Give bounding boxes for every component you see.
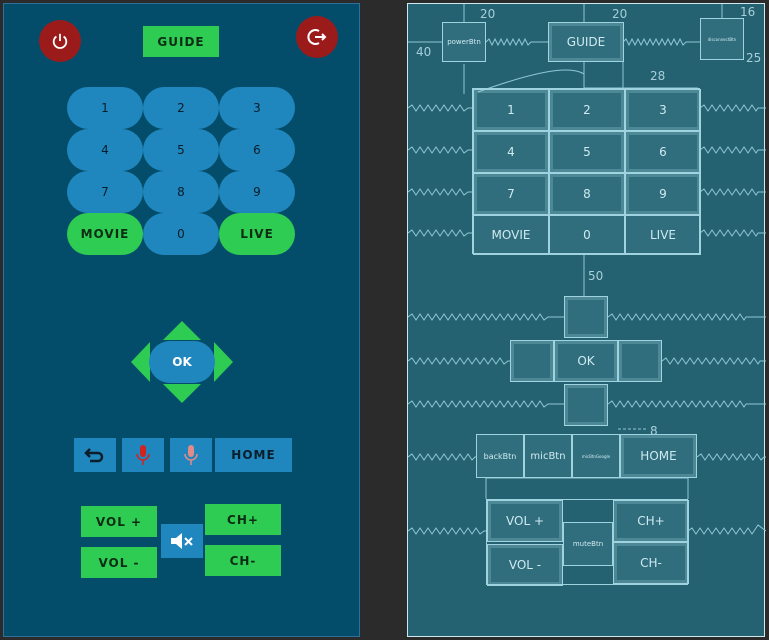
mic-icon	[136, 445, 150, 465]
bp-power-button[interactable]: powerBtn	[442, 22, 486, 62]
home-button[interactable]: HOME	[215, 438, 292, 472]
key-3[interactable]: 3	[219, 87, 295, 129]
key-5[interactable]: 5	[143, 129, 219, 171]
live-button[interactable]: LIVE	[219, 213, 295, 255]
mic-google-button[interactable]	[170, 438, 212, 472]
bp-mic-google-button[interactable]: micBtnGoogle	[572, 434, 620, 478]
key-4[interactable]: 4	[67, 129, 143, 171]
guide-button[interactable]: GUIDE	[143, 26, 219, 57]
exit-icon	[307, 29, 327, 45]
bp-guide-button[interactable]: GUIDE	[548, 22, 624, 62]
power-icon	[52, 33, 68, 49]
blueprint-panel: 20 20 16 40 25 28 50 8 powerBtn GUIDE di…	[407, 3, 766, 637]
bp-dpad-left[interactable]	[510, 340, 554, 382]
bp-key-5[interactable]: 5	[549, 131, 625, 173]
bp-key-3[interactable]: 3	[625, 89, 701, 131]
constraint-lines	[408, 4, 766, 535]
vol-up-button[interactable]: VOL +	[81, 506, 157, 537]
bp-key-9[interactable]: 9	[625, 173, 701, 215]
key-8[interactable]: 8	[143, 171, 219, 213]
bp-key-2[interactable]: 2	[549, 89, 625, 131]
bp-movie-button[interactable]: MOVIE	[473, 215, 549, 255]
bp-ch-down-button[interactable]: CH-	[613, 542, 689, 584]
bp-back-button[interactable]: backBtn	[476, 434, 524, 478]
dim-label: 25	[746, 51, 762, 65]
ch-up-button[interactable]: CH+	[205, 504, 281, 535]
bp-dpad-right[interactable]	[618, 340, 662, 382]
dim-label: 28	[650, 69, 666, 83]
back-button[interactable]	[74, 438, 116, 472]
key-6[interactable]: 6	[219, 129, 295, 171]
key-1[interactable]: 1	[67, 87, 143, 129]
bp-vol-up-button[interactable]: VOL +	[487, 500, 563, 542]
bp-volume-channel-group: VOL + VOL - muteBtn CH+ CH-	[486, 499, 689, 586]
dim-label: 8	[650, 424, 658, 438]
bp-dpad-down[interactable]	[564, 384, 608, 426]
bp-live-button[interactable]: LIVE	[625, 215, 701, 255]
key-7[interactable]: 7	[67, 171, 143, 213]
bp-ok-button[interactable]: OK	[554, 340, 618, 382]
dpad-left-arrow	[131, 342, 150, 382]
bp-key-4[interactable]: 4	[473, 131, 549, 173]
dpad: OK	[129, 319, 235, 405]
dim-label: 50	[588, 269, 604, 283]
bp-ch-up-button[interactable]: CH+	[613, 500, 689, 542]
bp-key-1[interactable]: 1	[473, 89, 549, 131]
back-arrow-icon	[84, 448, 104, 463]
bp-mic-button[interactable]: micBtn	[524, 434, 572, 478]
dpad-down-arrow	[163, 384, 201, 403]
keypad: 1 2 3 4 5 6 7 8 9 MOVIE 0 LIVE	[67, 87, 297, 255]
bp-key-7[interactable]: 7	[473, 173, 549, 215]
exit-button[interactable]	[296, 16, 338, 58]
bp-keypad: 1 2 3 4 5 6 7 8 9 MOVIE 0 LIVE	[472, 88, 701, 255]
ch-down-button[interactable]: CH-	[205, 545, 281, 576]
bp-home-button[interactable]: HOME	[620, 434, 697, 478]
dpad-up-arrow	[163, 321, 201, 340]
movie-button[interactable]: MOVIE	[67, 213, 143, 255]
bp-dpad-up[interactable]	[564, 296, 608, 338]
mute-icon	[171, 533, 193, 549]
bp-key-6[interactable]: 6	[625, 131, 701, 173]
design-preview-panel: GUIDE 1 2 3 4 5 6 7 8 9 MOVIE 0 LIVE OK	[3, 3, 360, 637]
vol-down-button[interactable]: VOL -	[81, 547, 157, 578]
key-9[interactable]: 9	[219, 171, 295, 213]
bp-mute-button[interactable]: muteBtn	[563, 522, 613, 566]
dpad-right-arrow	[214, 342, 233, 382]
key-2[interactable]: 2	[143, 87, 219, 129]
key-0[interactable]: 0	[143, 213, 219, 255]
bp-vol-down-button[interactable]: VOL -	[487, 544, 563, 586]
dim-label: 20	[480, 7, 496, 21]
bp-disconnect-button[interactable]: disconnectBtn	[700, 18, 744, 60]
dpad-arrows	[131, 321, 233, 403]
dim-label: 20	[612, 7, 628, 21]
mic-icon	[184, 445, 198, 465]
dim-label: 16	[740, 5, 756, 19]
mic-button[interactable]	[122, 438, 164, 472]
power-button[interactable]	[39, 20, 81, 62]
bp-key-0[interactable]: 0	[549, 215, 625, 255]
bp-key-8[interactable]: 8	[549, 173, 625, 215]
dim-label: 40	[416, 45, 432, 59]
mute-button[interactable]	[161, 524, 203, 558]
ok-button[interactable]: OK	[149, 341, 215, 383]
